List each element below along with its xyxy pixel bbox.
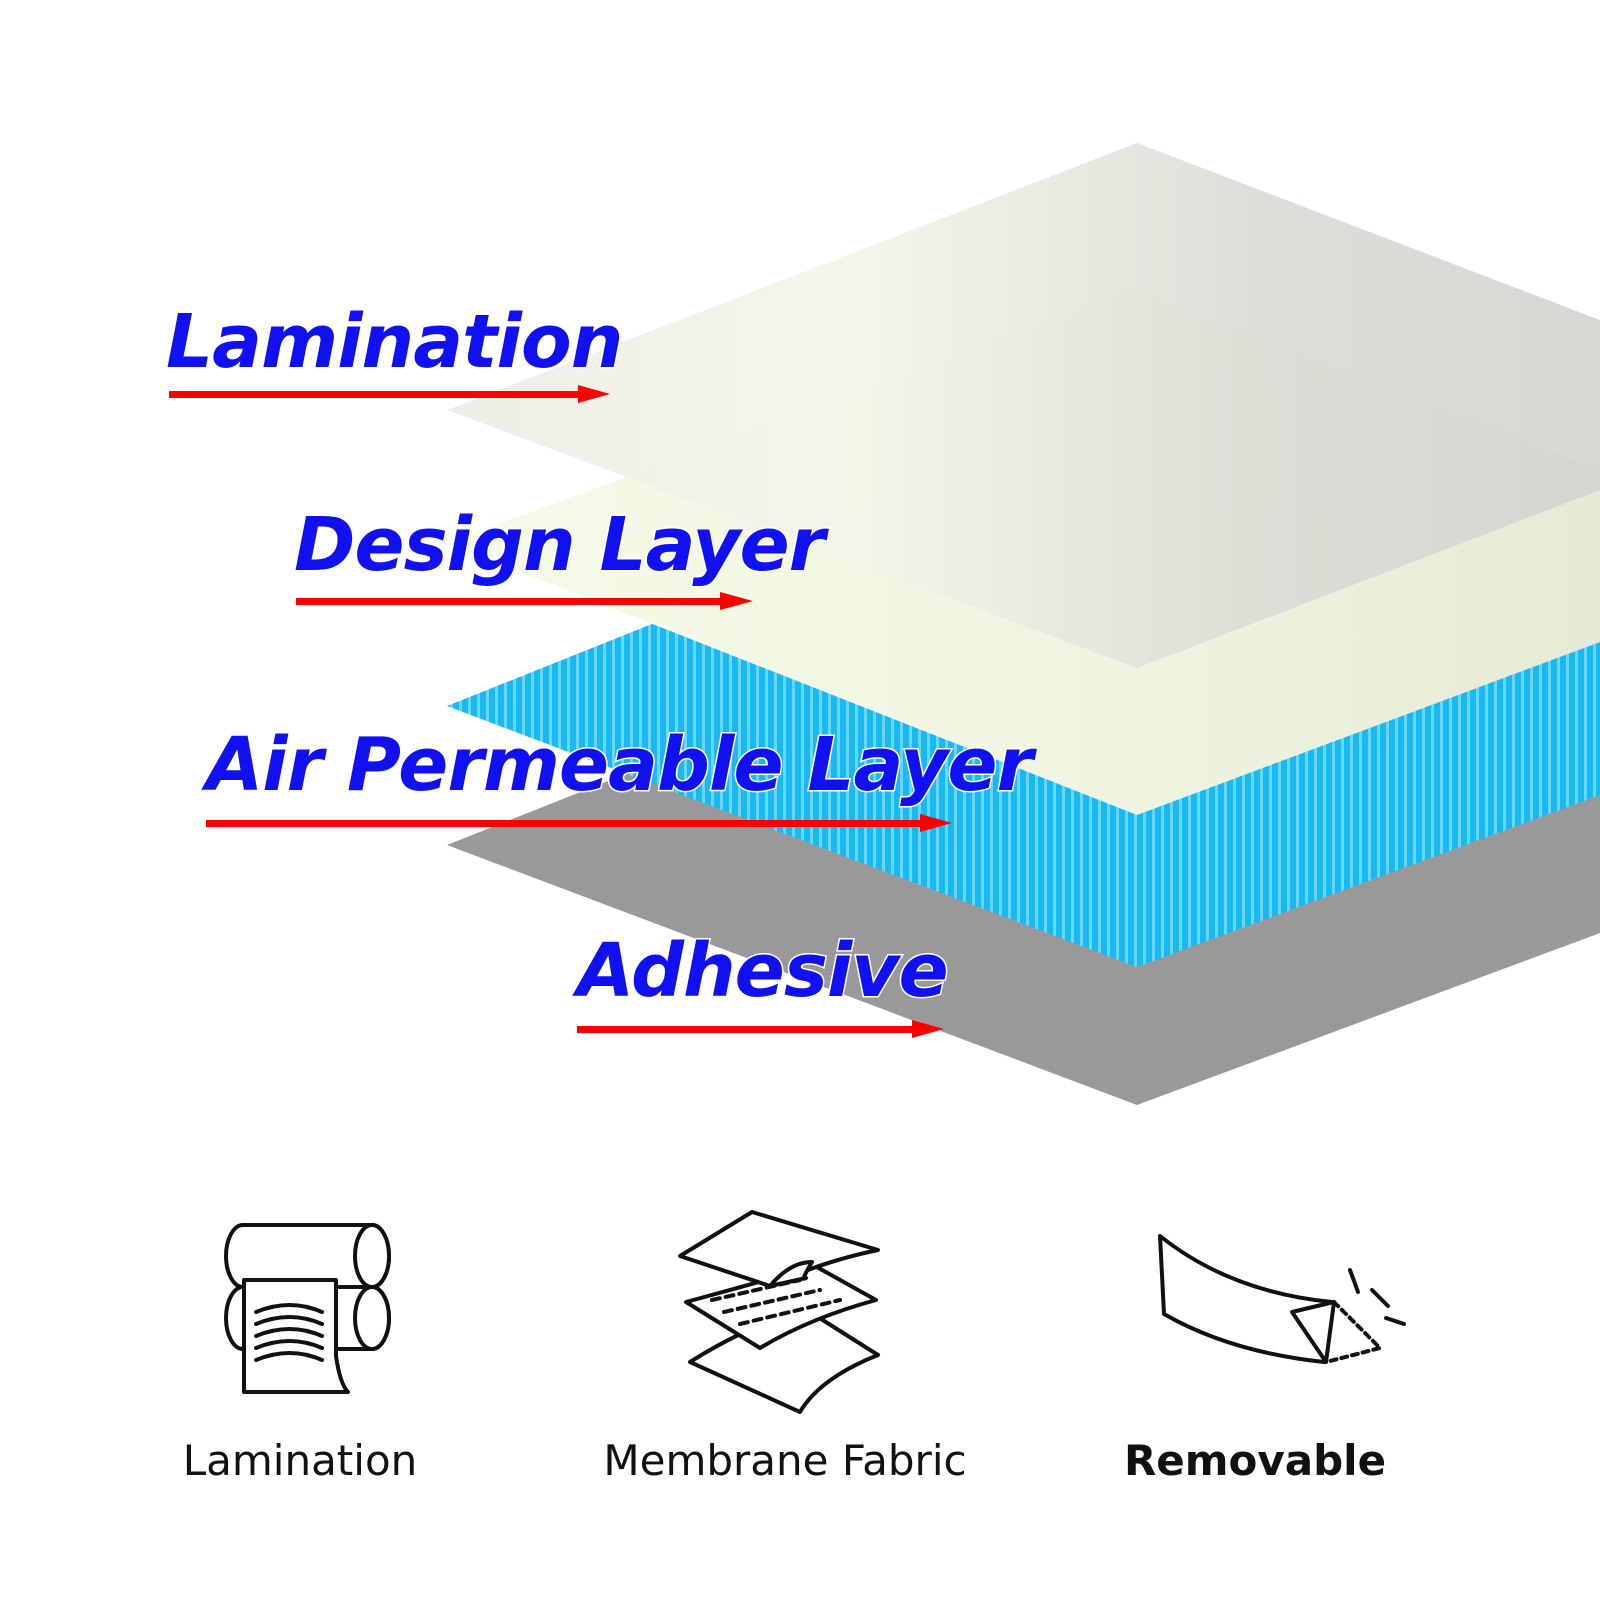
caption-membrane-fabric: Membrane Fabric — [603, 1436, 966, 1485]
arrow-design-layer — [296, 592, 753, 610]
arrow-lamination — [169, 385, 610, 403]
arrow-air-permeable-layer — [206, 814, 952, 832]
label-air-permeable-layer: Air Permeable Layer — [201, 722, 1038, 808]
caption-lamination: Lamination — [183, 1436, 418, 1485]
membrane-fabric-icon — [678, 1210, 880, 1414]
label-design-layer: Design Layer — [294, 502, 830, 588]
lamination-layer-sheet — [447, 143, 1600, 668]
arrows — [169, 385, 952, 1038]
caption-removable: Removable — [1124, 1436, 1386, 1485]
layer-stack — [447, 143, 1600, 1105]
arrow-adhesive — [577, 1020, 944, 1038]
peel-off-icon — [1158, 1234, 1406, 1364]
lamination-rollers-icon — [224, 1223, 391, 1394]
label-lamination: Lamination — [166, 299, 622, 385]
label-adhesive: Adhesive — [572, 928, 948, 1014]
